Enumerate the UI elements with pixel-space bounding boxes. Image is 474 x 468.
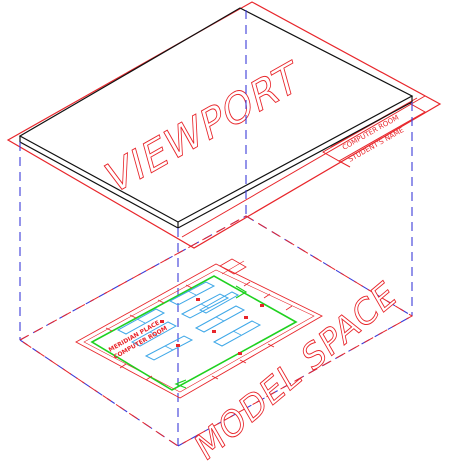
dimension-ticks [105,281,293,381]
dimension-frame [75,263,323,399]
room-walls [90,275,298,391]
chairs [160,298,264,355]
viewport-label: VIEWPORT [102,51,304,205]
projection-lines [19,10,413,447]
model-space-label: MODEL SPACE [189,273,402,468]
furniture [116,281,262,361]
model-space-boundary [19,215,413,447]
